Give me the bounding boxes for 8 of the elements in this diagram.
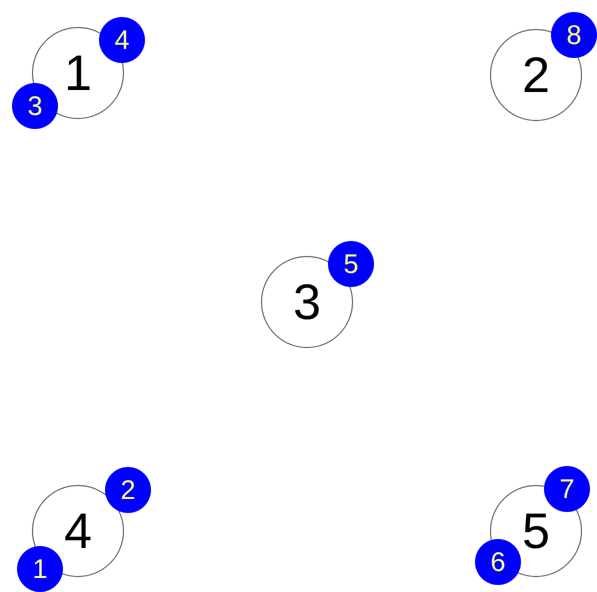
number-marker: 6: [475, 539, 521, 585]
number-marker: 8: [551, 12, 597, 58]
number-marker: 1: [17, 546, 63, 592]
number-marker: 5: [328, 241, 374, 287]
number-marker: 4: [99, 17, 145, 63]
number-marker: 2: [105, 467, 151, 513]
number-marker: 3: [12, 83, 58, 129]
number-marker: 7: [544, 466, 590, 512]
